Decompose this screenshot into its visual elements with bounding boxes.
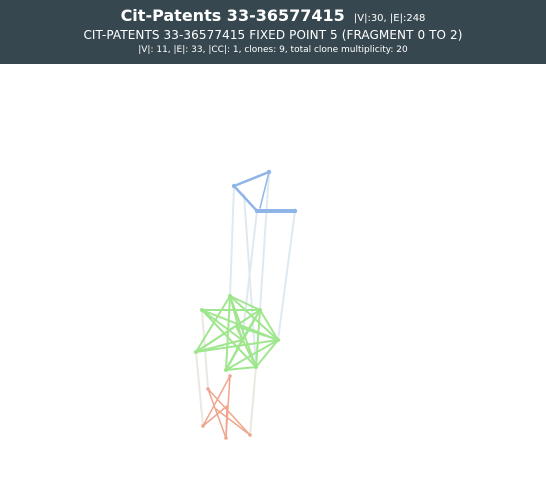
graph-node[interactable] <box>276 338 280 342</box>
graph-node[interactable] <box>228 374 232 378</box>
graph-visualization[interactable] <box>0 64 546 482</box>
layer-bottom <box>203 376 250 438</box>
graph-node[interactable] <box>255 209 259 213</box>
graph-edge <box>256 340 278 367</box>
layer-top <box>234 172 295 211</box>
graph-edge <box>256 310 260 367</box>
graph-node[interactable] <box>293 209 297 213</box>
page-subtitle: CIT-PATENTS 33-36577415 FIXED POINT 5 (F… <box>0 27 546 43</box>
graph-node[interactable] <box>267 170 271 174</box>
graph-node[interactable] <box>248 433 252 437</box>
graph-node[interactable] <box>254 365 258 369</box>
graph-stats: |V|: 11, |E|: 33, |CC|: 1, clones: 9, to… <box>0 44 546 57</box>
clone-link <box>196 352 203 426</box>
title-line: Cit-Patents 33-36577415 |V|:30, |E|:248 <box>0 6 546 29</box>
graph-node[interactable] <box>201 424 205 428</box>
clone-link <box>230 186 234 296</box>
header-bar: Cit-Patents 33-36577415 |V|:30, |E|:248 … <box>0 0 546 64</box>
graph-edge <box>226 406 227 438</box>
clone-link <box>278 211 295 340</box>
graph-node[interactable] <box>200 308 204 312</box>
graph-edge <box>216 409 250 435</box>
graph-edge <box>234 172 269 186</box>
graph-node[interactable] <box>228 294 232 298</box>
page-title: Cit-Patents 33-36577415 <box>121 6 345 25</box>
graph-node[interactable] <box>224 436 228 440</box>
title-stats: |V|:30, |E|:248 <box>354 13 426 24</box>
graph-node[interactable] <box>224 368 228 372</box>
graph-node[interactable] <box>206 387 210 391</box>
graph-node[interactable] <box>194 350 198 354</box>
layer-middle <box>196 296 278 370</box>
graph-canvas[interactable] <box>0 64 546 482</box>
clone-link <box>250 367 256 435</box>
graph-node[interactable] <box>258 308 262 312</box>
graph-node[interactable] <box>232 184 236 188</box>
